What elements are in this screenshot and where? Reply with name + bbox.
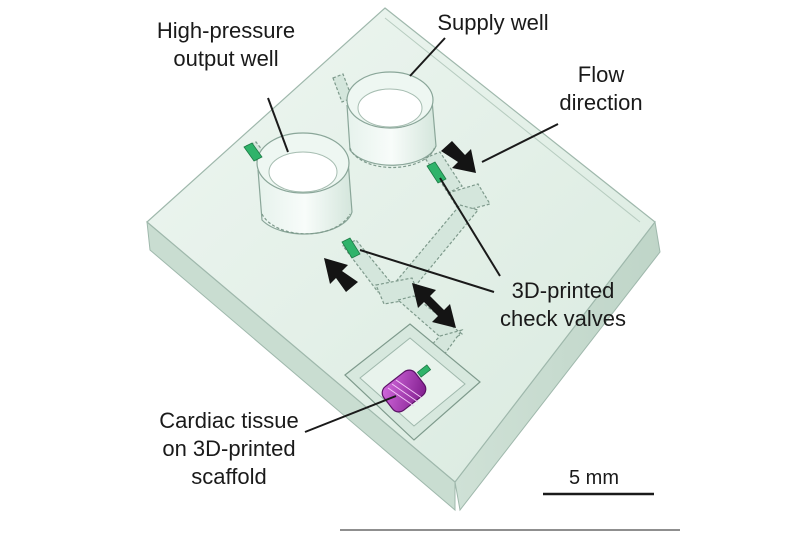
tissue-chamber: [344, 323, 481, 441]
leader-supply: [409, 37, 446, 77]
scale-bar-label: 5 mm: [569, 467, 619, 489]
leader-flow: [481, 123, 559, 163]
chip-top: [146, 7, 656, 483]
cardiac-tissue-scaffold: [381, 364, 432, 413]
leader-tissue: [304, 395, 397, 433]
labels: High-pressure output well Supply well Fl…: [157, 10, 643, 489]
leader-lines: [267, 37, 559, 433]
label-flow-line2: direction: [559, 90, 642, 115]
scale-bar: 5 mm: [543, 467, 654, 496]
label-flow-line1: Flow: [578, 62, 625, 87]
label-check-valves-line2: check valves: [500, 306, 626, 331]
leader-valve-1: [439, 177, 501, 277]
flow-arrow-inlet: [441, 141, 476, 173]
label-check-valves-line1: 3D-printed: [512, 278, 615, 303]
channel-right-junction: [447, 183, 491, 213]
label-high-pressure-line2: output well: [173, 46, 278, 71]
flow-arrows: [324, 141, 476, 328]
label-cardiac-line2: on 3D-printed: [162, 436, 295, 461]
check-valves: [243, 142, 447, 259]
high-pressure-well: [256, 132, 353, 235]
check-valve-output: [341, 237, 361, 259]
leader-valve-2: [359, 249, 495, 293]
check-valve-supply: [426, 161, 447, 184]
channel-to-tissue: [396, 295, 464, 343]
chip-body: [146, 7, 661, 512]
label-supply-well: Supply well: [437, 10, 548, 35]
flow-arrow-outlet: [324, 258, 358, 292]
chip-rim: [384, 17, 641, 223]
flow-arrow-bidirectional: [412, 283, 456, 328]
label-cardiac-line1: Cardiac tissue: [159, 408, 298, 433]
label-high-pressure-line1: High-pressure: [157, 18, 295, 43]
check-valve-vent: [243, 142, 263, 162]
leader-high-pressure: [267, 97, 289, 153]
supply-well: [346, 71, 437, 169]
label-cardiac-line3: scaffold: [191, 464, 266, 489]
